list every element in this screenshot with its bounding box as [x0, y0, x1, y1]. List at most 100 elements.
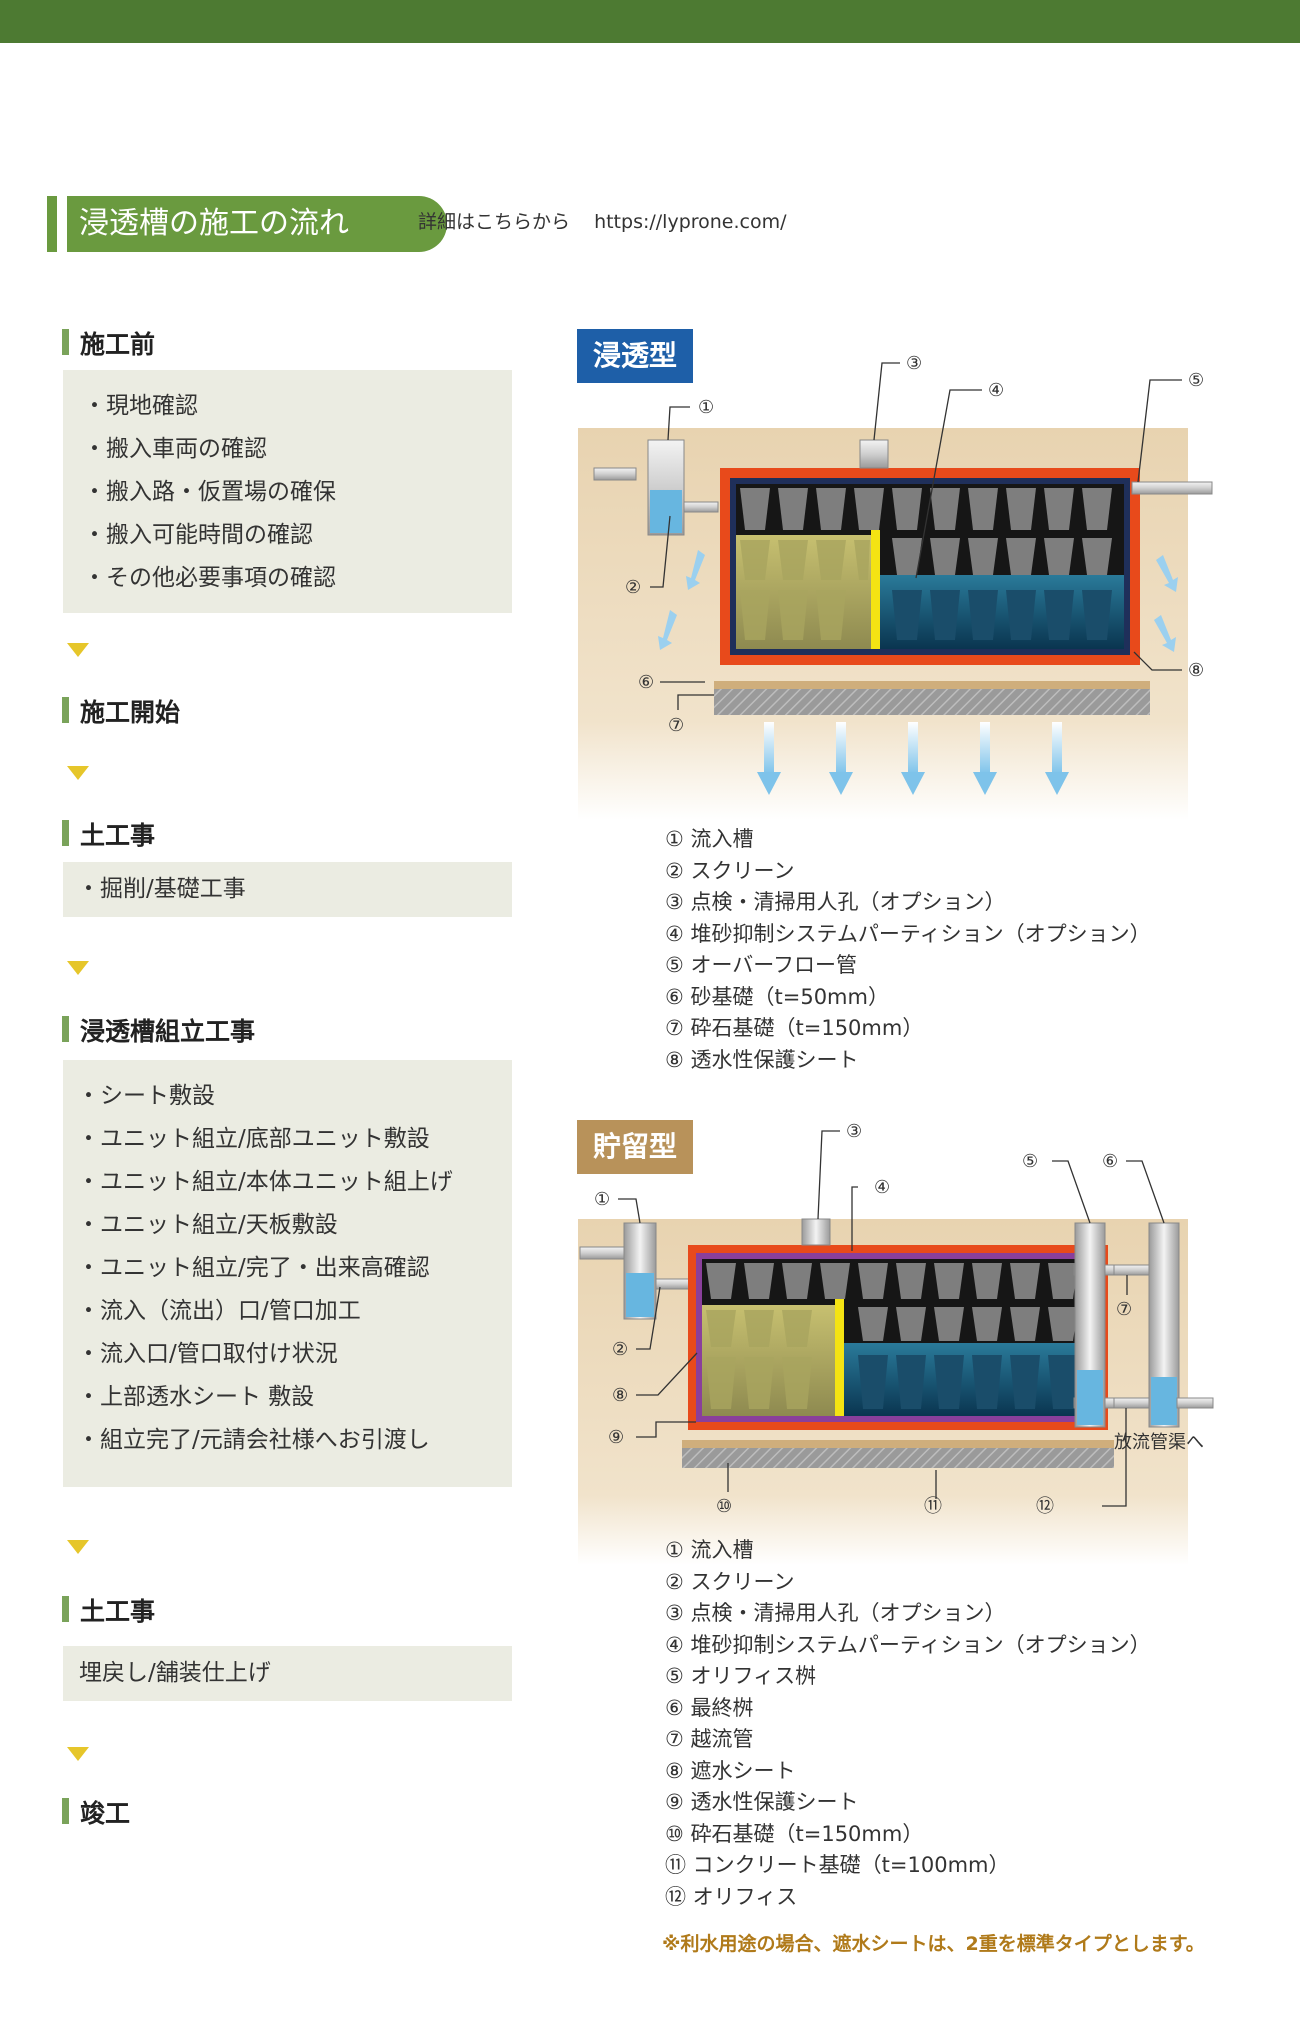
unit-cells	[740, 488, 1112, 575]
step-box-backfill: 埋戻し/舗装仕上げ	[63, 1646, 512, 1701]
legend-item: ⑧ 遮水シート	[665, 1758, 796, 1783]
callout-6: ⑥	[1102, 1151, 1118, 1172]
concrete-base	[682, 1448, 1114, 1468]
step-heading-complete: 竣工	[62, 1794, 130, 1830]
callout-12: ⑫	[1036, 1496, 1054, 1517]
callout-4: ④	[874, 1177, 890, 1198]
callout-4: ④	[988, 380, 1004, 401]
orifice-manhole-water	[1077, 1370, 1103, 1425]
callout-labels: ① ② ③ ④ ⑤ ⑥ ⑦ ⑧	[625, 353, 1204, 736]
submerged-cells	[892, 590, 1112, 640]
overflow-pipe	[1131, 481, 1213, 495]
infiltration-diagram: ① ② ③ ④ ⑤ ⑥ ⑦ ⑧	[578, 353, 1213, 820]
list-item: ・搬入可能時間の確認	[83, 522, 313, 548]
water-zone	[879, 575, 1124, 649]
step-box-before: ・現地確認 ・搬入車両の確認 ・搬入路・仮置場の確保 ・搬入可能時間の確認 ・そ…	[63, 370, 512, 613]
list-item: ・ユニット組立/天板敷設	[77, 1212, 338, 1238]
list-item: ・ユニット組立/底部ユニット敷設	[77, 1126, 430, 1152]
legend-item: ⑨ 透水性保護シート	[665, 1790, 859, 1814]
sand-base	[714, 681, 1150, 689]
legend-item: ⑩ 砕石基礎（t=150mm）	[665, 1821, 924, 1846]
detail-url[interactable]: https://lyprone.com/	[594, 211, 787, 233]
step-heading-earthwork: 土工事	[62, 816, 155, 852]
list-item: ・その他必要事項の確認	[83, 565, 336, 591]
callout-2: ②	[625, 577, 641, 598]
callout-9: ⑨	[608, 1427, 624, 1448]
legend-item: ⑦ 砕石基礎（t=150mm）	[665, 1016, 924, 1040]
step-heading-assembly: 浸透槽組立工事	[62, 1012, 255, 1048]
flow-arrow-icon	[67, 1540, 89, 1554]
page-title: 浸透槽の施工の流れ	[67, 196, 447, 252]
legend-storage: ① 流入槽 ② スクリーン ③ 点検・清掃用人孔（オプション） ④ 堆砂抑制シス…	[665, 1535, 1151, 1913]
flow-arrow-icon	[67, 1747, 89, 1761]
badge-infiltration: 浸透型	[577, 329, 693, 383]
legend-item: ⑤ オリフィス桝	[665, 1664, 817, 1688]
list-item: ・上部透水シート 敷設	[77, 1384, 315, 1410]
badge-storage: 貯留型	[577, 1120, 693, 1174]
partition	[871, 530, 880, 649]
list-item: ・搬入路・仮置場の確保	[83, 479, 336, 505]
detail-label: 詳細はこちらから	[418, 211, 571, 233]
list-item: ・流入口/管口取付け状況	[77, 1341, 338, 1367]
leader-lines	[618, 1130, 1165, 1507]
inflow-pipe	[593, 467, 637, 481]
sand-base	[682, 1440, 1114, 1448]
list-item: ・ユニット組立/本体ユニット組上げ	[77, 1169, 453, 1195]
top-bar	[0, 0, 1300, 43]
callout-7: ⑦	[668, 715, 684, 736]
step-heading-start: 施工開始	[62, 693, 180, 729]
callout-6: ⑥	[638, 672, 654, 693]
infiltration-arrows	[757, 722, 1069, 795]
legend-item: ⑥ 最終桝	[665, 1695, 754, 1720]
legend-item: ③ 点検・清掃用人孔（オプション）	[665, 1601, 1006, 1625]
step-heading-backfill: 土工事	[62, 1592, 155, 1628]
sediment-cells	[706, 1310, 812, 1409]
legend-item: ② スクリーン	[665, 858, 795, 883]
step-box-assembly: ・シート敷設 ・ユニット組立/底部ユニット敷設 ・ユニット組立/本体ユニット組上…	[63, 1060, 512, 1487]
list-item: ・搬入車両の確認	[83, 436, 267, 462]
list-item: ・掘削/基礎工事	[77, 876, 246, 902]
flow-arrow-icon	[67, 643, 89, 657]
detail-link-row: 詳細はこちらから https://lyprone.com/	[418, 207, 787, 234]
list-item: ・シート敷設	[77, 1083, 215, 1109]
legend-item: ④ 堆砂抑制システムパーティション（オプション）	[665, 1632, 1151, 1657]
storage-diagram: ① ② ③ ④ ⑤ ⑥ ⑦ ⑧ ⑨ ⑩ ⑪ ⑫ 放流管渠へ	[578, 1121, 1214, 1565]
legend-item: ⑤ オーバーフロー管	[665, 953, 858, 977]
list-item: ・組立完了/元請会社様へお引渡し	[77, 1427, 430, 1453]
final-manhole-water	[1151, 1377, 1177, 1425]
flow-arrow-icon	[67, 766, 89, 780]
leader-lines	[650, 362, 1182, 710]
legend-item: ⑪ コンクリート基礎（t=100mm）	[665, 1853, 1010, 1877]
callout-8: ⑧	[612, 1385, 628, 1406]
legend-item: ⑦ 越流管	[665, 1727, 754, 1751]
legend-item: ⑧ 透水性保護シート	[665, 1047, 859, 1072]
step-box-earthwork: ・掘削/基礎工事	[63, 862, 512, 917]
inflow-tank-water	[650, 490, 682, 533]
footnote: ※利水用途の場合、遮水シートは、2重を標準タイプとします。	[662, 1933, 1205, 1955]
connect-pipe	[683, 501, 719, 513]
callout-5: ⑤	[1188, 370, 1204, 391]
seepage-arrows	[658, 550, 1178, 652]
legend-item: ③ 点検・清掃用人孔（オプション）	[665, 890, 1006, 914]
legend-item: ④ 堆砂抑制システムパーティション（オプション）	[665, 921, 1151, 946]
callout-7: ⑦	[1116, 1299, 1132, 1320]
outlet-label: 放流管渠へ	[1114, 1432, 1204, 1453]
connect-pipe	[655, 1278, 693, 1290]
callout-2: ②	[612, 1339, 628, 1360]
callout-1: ①	[698, 397, 714, 418]
manhole	[801, 1218, 831, 1246]
callout-10: ⑩	[716, 1496, 732, 1517]
callout-labels: ① ② ③ ④ ⑤ ⑥ ⑦ ⑧ ⑨ ⑩ ⑪ ⑫ 放流管渠へ	[594, 1121, 1204, 1517]
callout-5: ⑤	[1022, 1151, 1038, 1172]
partition	[835, 1299, 844, 1416]
crushed-stone-base	[714, 689, 1150, 715]
sediment-cells	[740, 540, 870, 640]
unit-cells	[706, 1263, 1078, 1341]
legend-item: ② スクリーン	[665, 1569, 795, 1594]
legend-item: ⑥ 砂基礎（t=50mm）	[665, 984, 889, 1009]
callout-3: ③	[846, 1121, 862, 1142]
legend-item: ① 流入槽	[665, 1538, 754, 1562]
list-item: 埋戻し/舗装仕上げ	[79, 1660, 271, 1686]
legend-item: ⑫ オリフィス	[665, 1884, 798, 1909]
callout-8: ⑧	[1188, 660, 1204, 681]
